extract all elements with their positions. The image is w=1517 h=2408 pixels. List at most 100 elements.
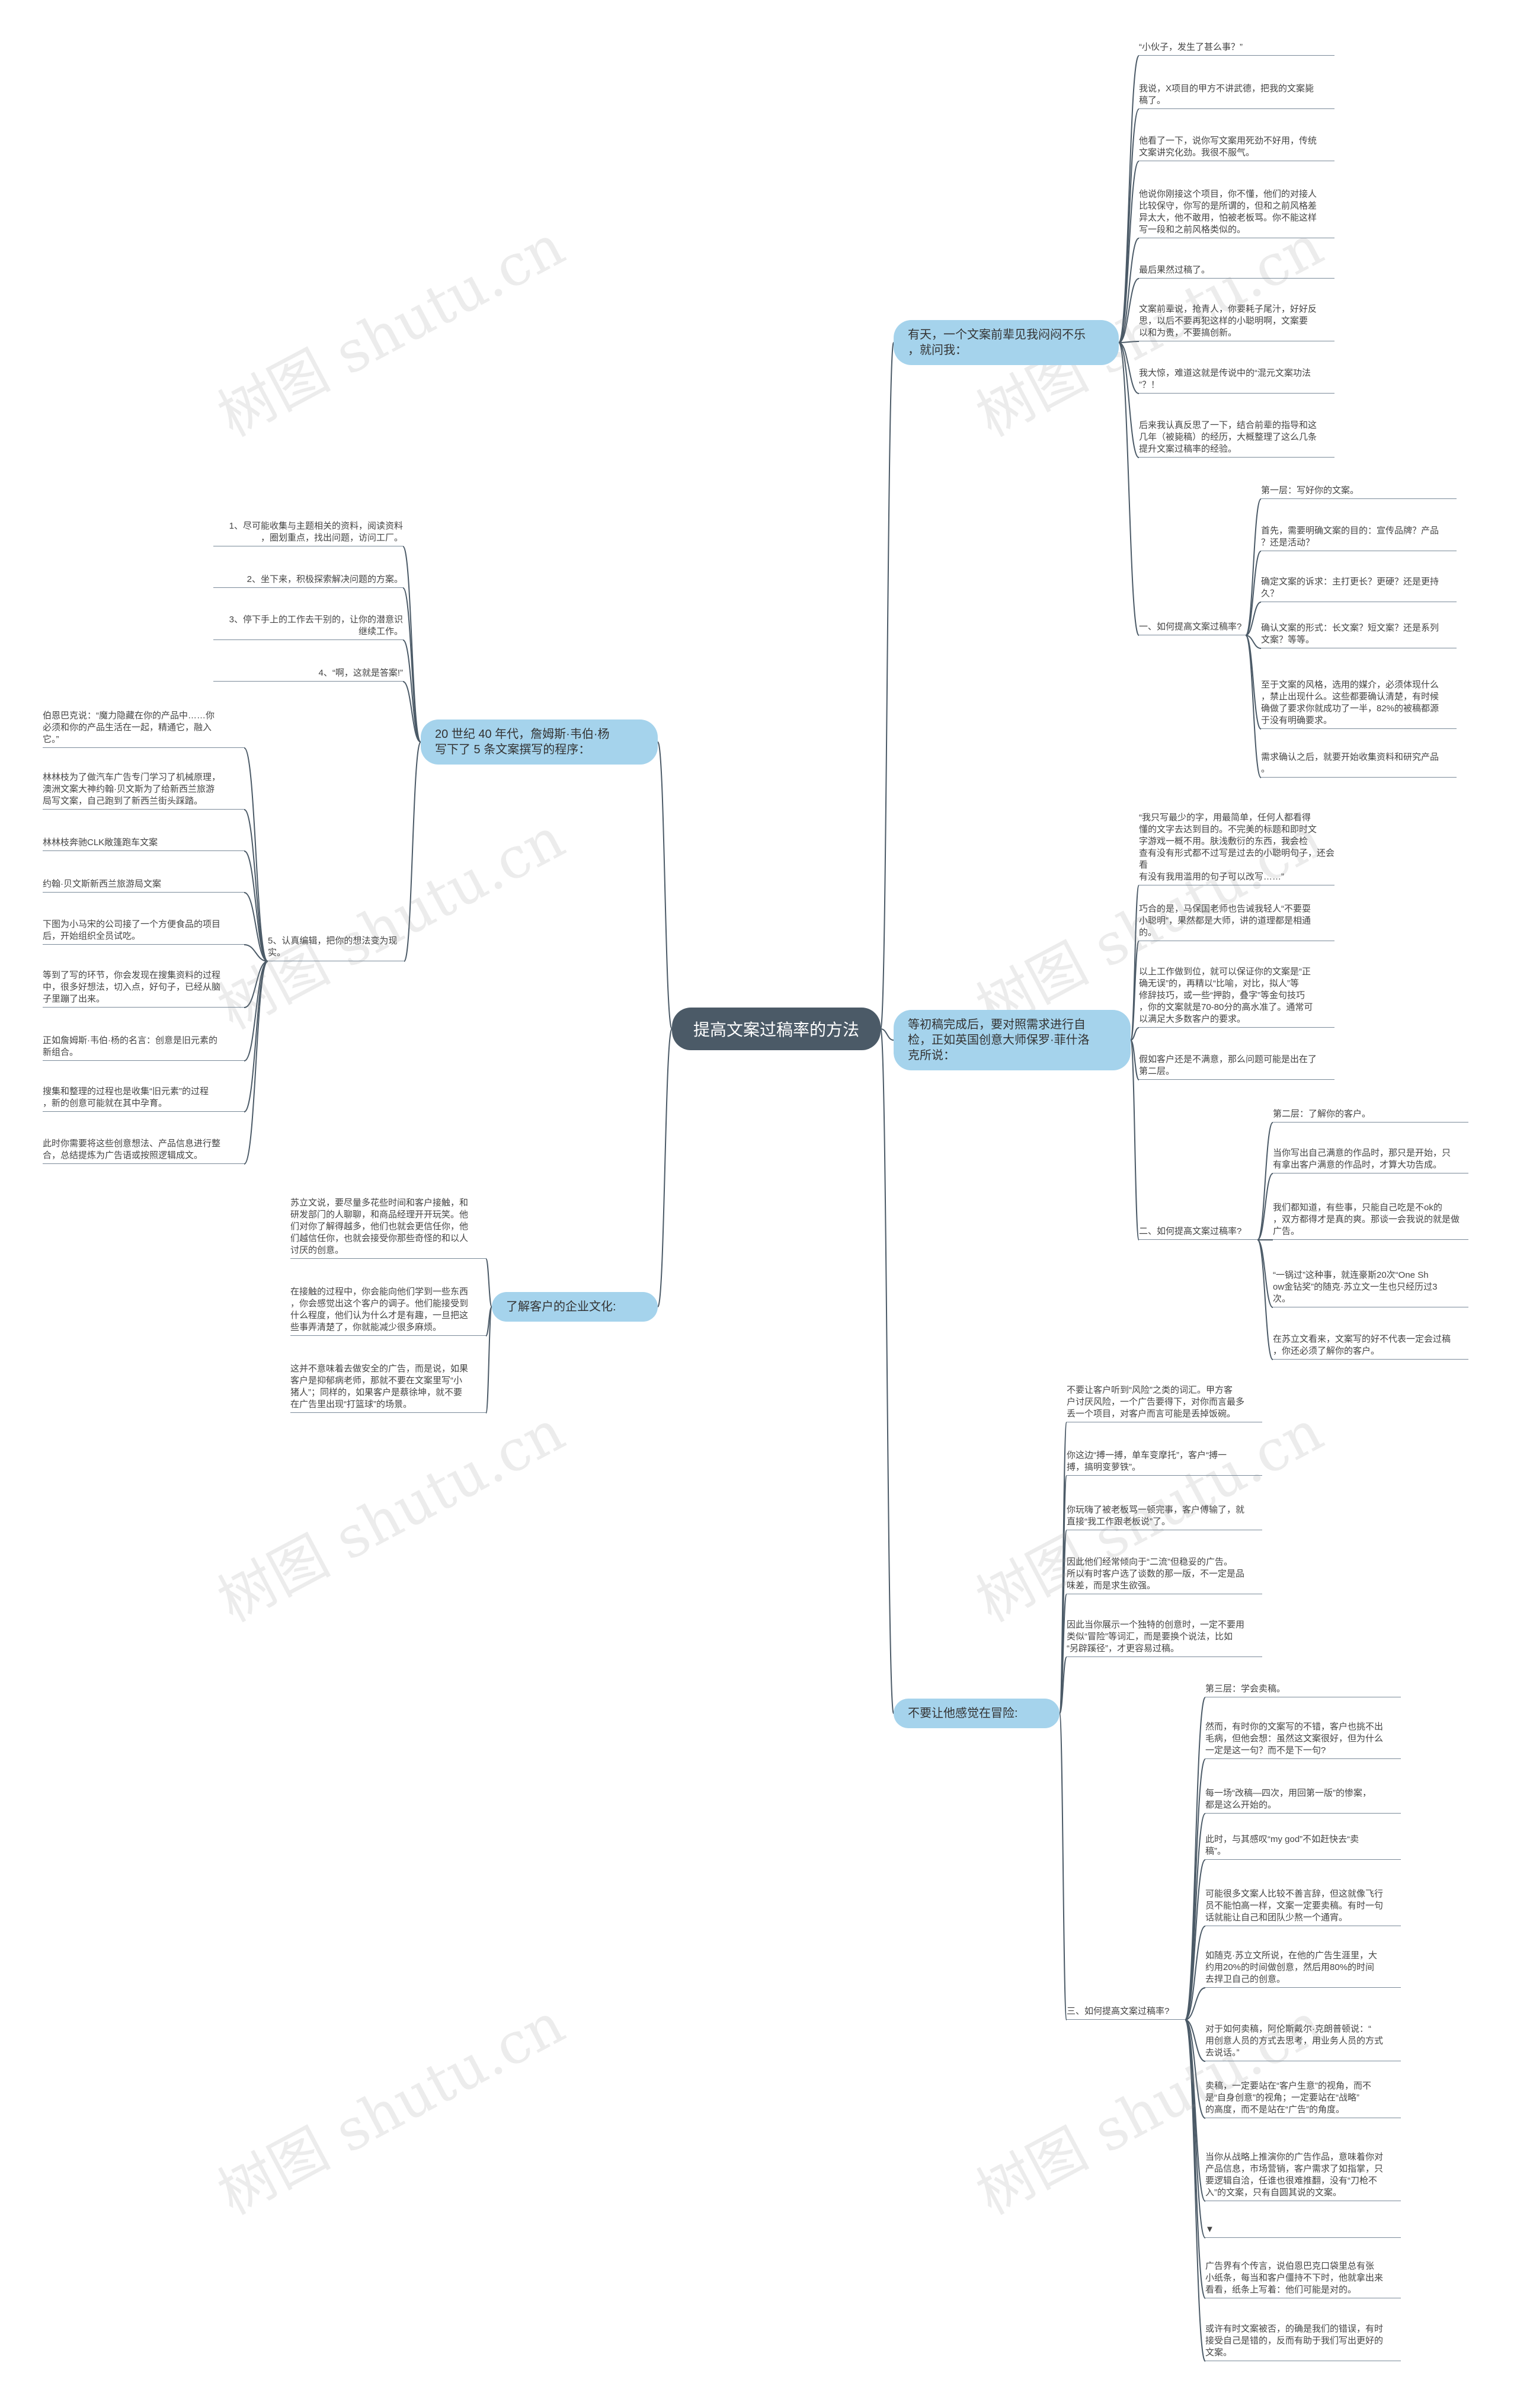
connector [244,892,268,962]
connector [1118,341,1140,343]
b4-note[interactable]: 苏立文说，要尽量多花些时间和客户接触，和 研发部门的人聊聊，和商品经理开开玩笑。… [290,1197,486,1259]
b3-note[interactable]: “我只写最少的字，用最简单，任何人都看得 懂的文字去达到目的。不完美的标题和即时… [1139,812,1334,885]
b5-note[interactable]: 不要让客户听到“风险”之类的词汇。甲方客 户讨厌风险，一个广告要得下，对你而言最… [1067,1384,1262,1422]
b5-sub-note[interactable]: 可能很多文案人比较不善言辞，但这就像飞行 员不能怕高一样，文案一定要卖稿。有时一… [1205,1888,1401,1926]
b5-sub-note[interactable]: 当你从战略上推演你的广告作品，意味着你对 产品信息，市场营销，客户需求了如指掌，… [1205,2151,1401,2201]
connector [1185,1926,1206,2020]
connector [244,961,268,1008]
connector [1059,1657,1067,1714]
b5-sub-note[interactable]: 然而，有时你的文案写的不错，客户也挑不出 毛病，但他会想：虽然这文案很好，但为什… [1205,1721,1401,1759]
b3-note[interactable]: 巧合的是，马保国老师也告诫我轻人“不要耍 小聪明”，果然都是大师，讲的道理都是相… [1139,903,1334,941]
connector [485,1306,492,1414]
b2-step5-note[interactable]: 搜集和整理的过程也是收集“旧元素”的过程 ，新的创意可能就在其中孕育。 [43,1086,244,1112]
connector-lines [244,55,1273,2362]
connector [1130,1027,1140,1041]
b1-sub-label[interactable]: 一、如何提高文案过稿率? [1139,621,1246,635]
b1-sub-note[interactable]: 确定文案的诉求：主打更长？更硬？还是更持 久？ [1261,576,1457,602]
connector [1118,238,1140,343]
b3-sub-note[interactable]: “一锅过”这种事，就连豪斯20次“One Sh ow金钻奖”的随克·苏立文一生也… [1273,1269,1468,1307]
branch-client-culture[interactable]: 了解客户的企业文化: [492,1292,658,1322]
connector [244,850,268,962]
b5-sub-note[interactable]: 每一场“改稿—四次，用回第一版”的惨案， 都是这么开始的。 [1205,1787,1401,1814]
b2-step[interactable]: 2、坐下来，积极探索解决问题的方案。 [213,574,403,588]
b2-step[interactable]: 3、停下手上的工作去干别的，让你的潜意识 继续工作。 [213,614,403,640]
connector [1185,2019,1206,2362]
root-topic[interactable]: 提高文案过稿率的方法 [672,1008,881,1050]
connector [1257,1239,1273,1360]
branch-self-check[interactable]: 等初稿完成后，要对照需求进行自 检，正如英国创意大师保罗·菲什洛 克所说： [894,1010,1131,1070]
branch-colleague-story[interactable]: 有天，一个文案前辈见我闷闷不乐 ，就问我： [894,320,1119,365]
b4-note[interactable]: 这并不意味着去做安全的广告，而是说，如果 客户是抑郁病老师，那就不要在文案里写“… [290,1363,486,1413]
b2-step[interactable]: 1、尽可能收集与主题相关的资料，阅读资料 ，圈划重点，找出问题，访问工厂。 [213,520,403,546]
b5-sub-note[interactable]: 如随克·苏立文所说，在他的广告生涯里，大 约用20%的时间做创意，然后用80%的… [1205,1950,1401,1988]
connector [1245,635,1262,649]
b1-note[interactable]: 我说，X项目的甲方不讲武德，把我的文案毙 稿了。 [1139,83,1334,109]
b1-sub-note[interactable]: 确认文案的形式：长文案？短文案？还是系列 文案？等等。 [1261,622,1457,648]
b5-note[interactable]: 你这边“搏一搏，单车变摩托”，客户“搏一 搏，搞明变萝铁”。 [1067,1450,1262,1476]
connector [244,961,268,1165]
b2-step5-note[interactable]: 此时你需要将这些创意想法、产品信息进行整 合，总结提炼为广告语或按照逻辑成文。 [43,1138,244,1164]
b2-step[interactable]: 4、“啊，这就是答案!” [213,667,403,682]
b3-note[interactable]: 以上工作做到位，就可以保证你的文案是“正 确无误”的，再精以“比喻，对比，拟人”… [1139,966,1334,1028]
b2-step5-note[interactable]: 林林枝为了做汽车广告专门学习了机械原理， 澳洲文案大神约翰·贝文斯为了给新西兰旅… [43,772,244,810]
b3-sub-label[interactable]: 二、如何提高文案过稿率? [1139,1226,1257,1240]
connector [880,1028,894,1041]
b2-step5-note[interactable]: 林林枝奔驰CLK敞篷跑车文案 [43,837,244,851]
b3-sub-note[interactable]: 在苏立文看来，文案写的好不代表一定会过稿 ，你还必须了解你的客户。 [1273,1333,1468,1360]
connector [1245,498,1262,636]
b1-sub-note[interactable]: 需求确认之后，就要开始收集资料和研究产品 。 [1261,751,1457,778]
b5-note[interactable]: 你玩嗨了被老板骂一顿完事，客户傅输了，就 直接“我工作跟老板说”了。 [1067,1504,1262,1530]
b3-sub-note[interactable]: 第二层：了解你的客户。 [1273,1108,1468,1123]
b2-step-5[interactable]: 5、认真编辑，把你的想法变为现实。 [268,935,404,961]
connector [657,741,673,1029]
b5-sub-note[interactable]: 卖稿，一定要站在“客户生意”的视角，而不 是“自身创意”的视角；一定要站在“战略… [1205,2080,1401,2118]
b5-sub-label[interactable]: 三、如何提高文案过稿率? [1067,2006,1185,2020]
b2-step5-note[interactable]: 等到了写的环节，你会发现在搜集资料的过程 中，很多好想法，切入点，好句子，已经从… [43,970,244,1008]
b3-note[interactable]: 假如客户还是不满意，那么问题可能是出在了 第二层。 [1139,1054,1334,1080]
b2-step5-note[interactable]: 下图为小马宋的公司接了一个方便食品的项目 后，开始组织全员试吃。 [43,919,244,945]
connector [1130,941,1140,1041]
connector [244,747,268,962]
b5-sub-note[interactable]: 对于如何卖稿，阿伦斯戴尔·克朗普顿说：“ 用创意人员的方式去思考，用业务人员的方… [1205,2023,1401,2061]
connector [1059,1713,1067,2020]
branch-young-five-steps[interactable]: 20 世纪 40 年代，詹姆斯·韦伯·杨 写下了 5 条文案撰写的程序： [421,719,658,765]
connector [244,961,268,1061]
b5-sub-note[interactable]: 或许有时文案被否，的确是我们的错误，有时 接受自己是错的，反而有助于我们写出更好… [1205,2323,1401,2361]
b5-sub-note[interactable]: 第三层：学会卖稿。 [1205,1683,1401,1697]
connector [402,587,421,743]
connector [1118,342,1140,636]
b5-note[interactable]: 因此他们经常倾向于“二流”但稳妥的广告。 所以有时客户选了谈数的那一版，不一定是… [1067,1556,1262,1594]
b1-note[interactable]: 我大惊，难道这就是传说中的“混元文案功法 ”？！ [1139,367,1334,394]
connector [402,639,421,743]
b5-note[interactable]: 因此当你展示一个独特的创意时，一定不要用 类似“冒险”等词汇，而是要换个说法，比… [1067,1619,1262,1657]
b3-sub-note[interactable]: 我们都知道，有些事，只能自己吃是不ok的 ，双方都得才是真的爽。那谈一会我说的就… [1273,1202,1468,1240]
b5-sub-note[interactable]: ▼ [1205,2224,1401,2238]
b1-note[interactable]: 后来我认真反思了一下，结合前辈的指导和这 几年（被毙稿）的经历，大概整理了这么几… [1139,420,1334,458]
connector [1130,1040,1140,1240]
b2-step5-note[interactable]: 约翰·贝文斯新西兰旅游局文案 [43,878,244,893]
b1-sub-note[interactable]: 首先，需要明确文案的目的：宣传品牌？产品 ？还是活动？ [1261,525,1457,551]
connector [1245,635,1262,778]
connector [244,944,268,962]
b1-sub-note[interactable]: 第一层：写好你的文案。 [1261,485,1457,499]
connector [1245,602,1262,636]
b1-sub-note[interactable]: 至于文案的风格，选用的媒介，必须体现什么 ，禁止出现什么。这些都要确认清楚，有时… [1261,679,1457,729]
b5-sub-note[interactable]: 广告界有个传言，说伯恩巴克口袋里总有张 小纸条，每当和客户僵持不下时，他就拿出来… [1205,2260,1401,2298]
b1-note[interactable]: 文案前辈说，抢青人，你要耗子尾汁，好好反 思，以后不要再犯这样的小聪明啊，文案要… [1139,303,1334,341]
connector [1118,342,1140,458]
connector [1118,161,1140,343]
b1-note[interactable]: 他说你刚接这个项目，你不懂，他们的对接人 比较保守，你写的是所谓的，但和之前风格… [1139,188,1334,238]
connector [1118,342,1140,394]
connector [244,809,268,962]
b1-note[interactable]: 他看了一下，说你写文案用死劲不好用，传统 文案讲究化劲。我很不服气。 [1139,135,1334,161]
b2-step5-note[interactable]: 正如詹姆斯·韦伯·杨的名言：创意是旧元素的 新组合。 [43,1035,244,1061]
b3-sub-note[interactable]: 当你写出自己满意的作品时，那只是开始，只 有拿出客户满意的作品时，才算大功告成。 [1273,1147,1468,1173]
b1-note[interactable]: “小伙子，发生了甚么事？” [1139,41,1334,56]
connector [880,342,894,1029]
branch-no-risk-feeling[interactable]: 不要让他感觉在冒险: [894,1699,1060,1728]
b1-note[interactable]: 最后果然过稿了。 [1139,264,1334,279]
b5-sub-note[interactable]: 此时，与其感叹“my god”不如赶快去“卖 稿”。 [1205,1834,1401,1860]
b4-note[interactable]: 在接触的过程中，你会能向他们学到一些东西 ，你会感觉出这个客户的调子。他们能接受… [290,1286,486,1336]
b2-step5-note[interactable]: 伯恩巴克说：“魔力隐藏在你的产品中……你 必须和你的产品生活在一起，精通它，融入… [43,710,244,748]
